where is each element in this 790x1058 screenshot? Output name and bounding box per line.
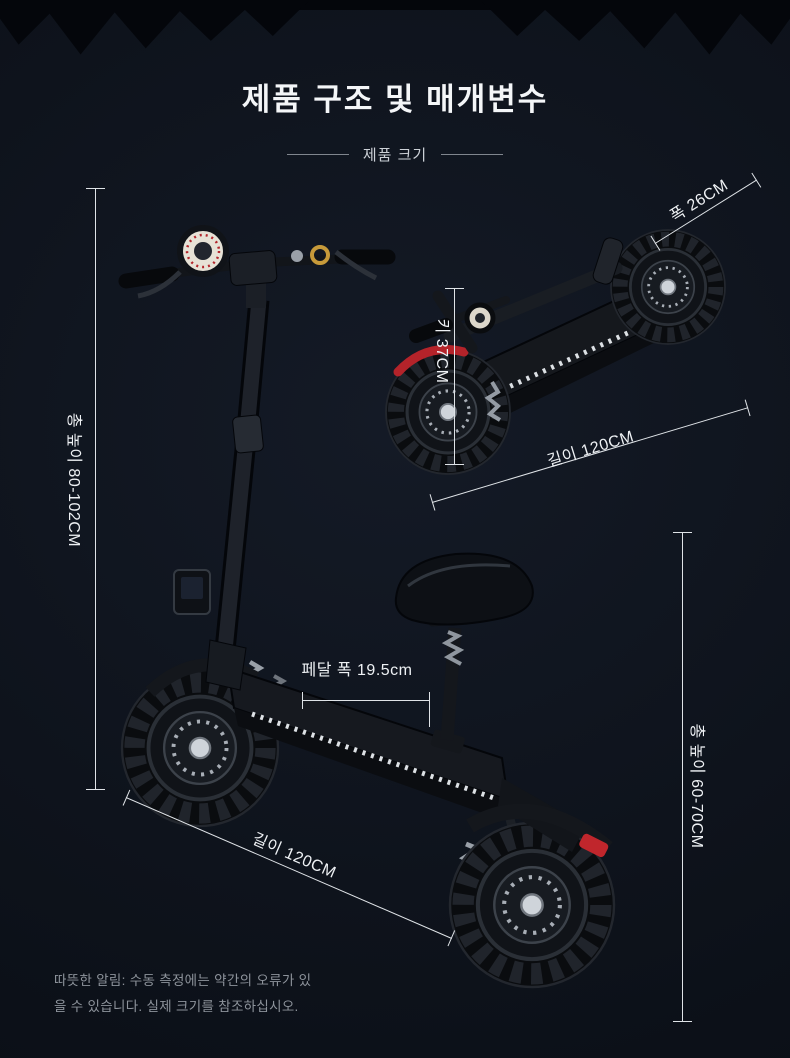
folded-scooter-image (386, 230, 725, 474)
page-title: 제품 구조 및 매개변수 (241, 82, 549, 117)
seat-height-line-right (673, 532, 692, 1022)
disclaimer-note: 따뜻한 알림: 수동 측정에는 약간의 오류가 있 을 수 있습니다. 실제 크… (54, 968, 311, 1020)
top-dark-band (0, 0, 790, 10)
pedal-width-label: 페달 폭 19.5cm (301, 662, 413, 679)
disclaimer-line-1: 따뜻한 알림: 수동 측정에는 약간의 오류가 있 (54, 973, 312, 988)
main-scooter-image (122, 225, 614, 987)
subtitle-text: 제품 크기 (362, 147, 428, 164)
total-height-line-left (86, 188, 105, 790)
subtitle-rule-right (441, 154, 504, 155)
total-height-label-left: 총 높이 80-102CM (65, 412, 82, 548)
disclaimer-line-2: 을 수 있습니다. 실제 크기를 참조하십시오. (54, 999, 299, 1014)
pedal-width-line (302, 692, 430, 709)
subtitle-rule-left (286, 154, 349, 155)
folded-height-label: 키 37CM (433, 318, 450, 384)
seat-height-label-right: 총 높이 60-70CM (688, 723, 705, 849)
folded-height-line (445, 288, 464, 465)
pedal-width-pointer (429, 701, 430, 727)
section-subtitle: 제품 크기 (0, 144, 790, 165)
